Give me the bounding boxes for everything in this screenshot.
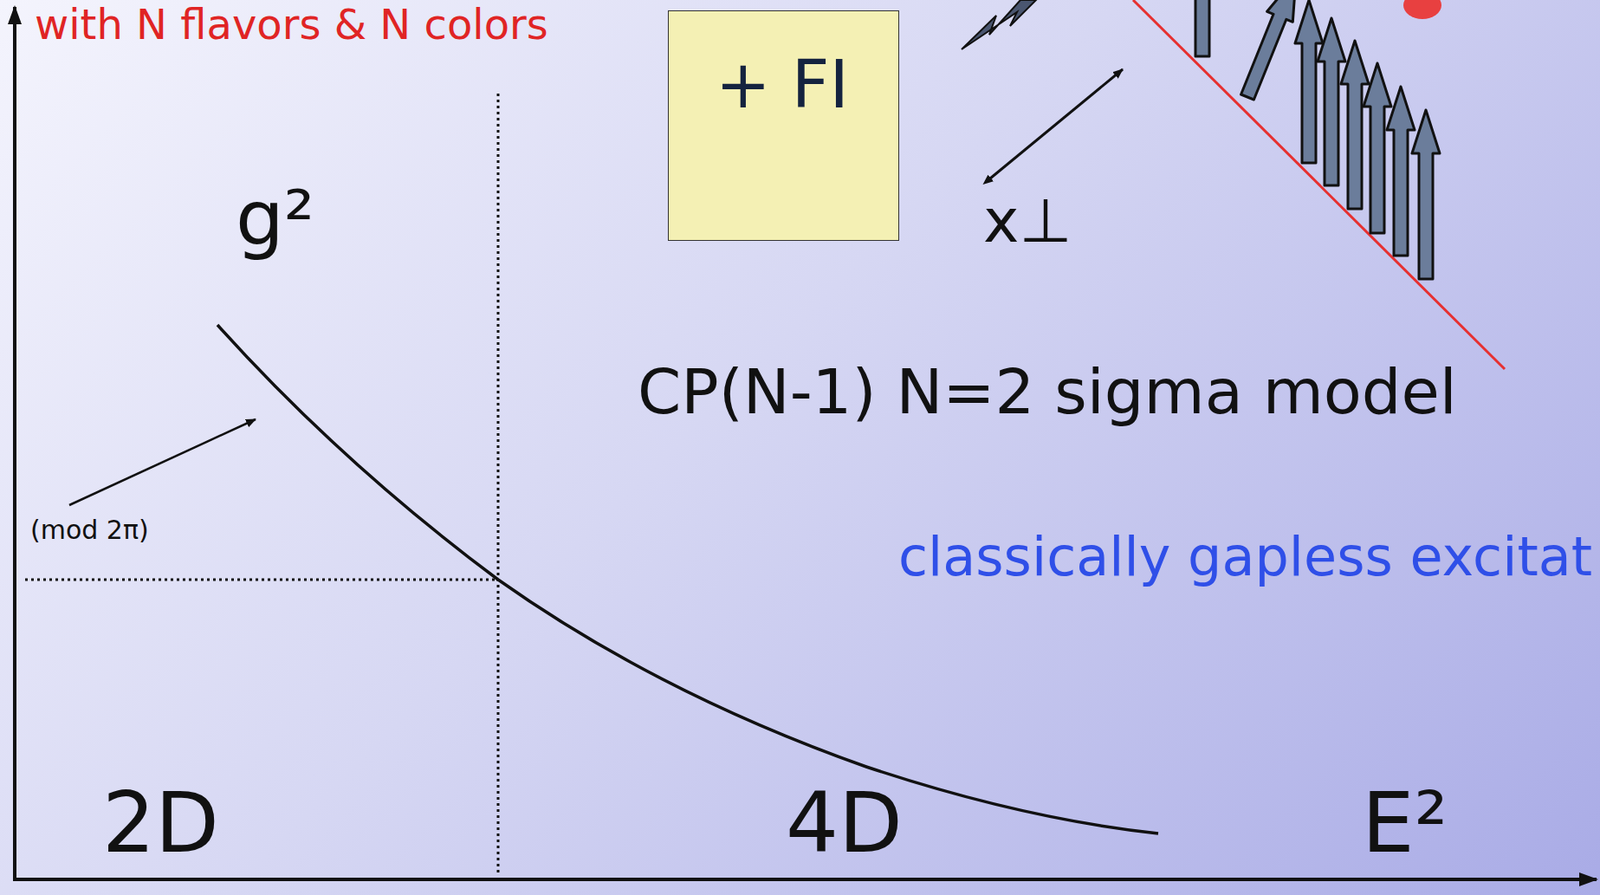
- dotted-horizontal: [25, 578, 499, 582]
- fi-box: + FI: [667, 10, 900, 241]
- model-text: CP(N-1) N=2 sigma model: [637, 360, 1458, 423]
- note-text: (mod 2π): [30, 517, 149, 544]
- distance-label: x⊥: [983, 190, 1072, 252]
- note-text: classically gapless excitat: [898, 530, 1593, 584]
- distance-arrow: [990, 69, 1123, 179]
- red-blob: [1403, 0, 1442, 20]
- box-text: + FI: [715, 51, 888, 118]
- dotted-vertical: [497, 93, 500, 875]
- lightning-bolt: [961, 0, 1037, 50]
- heading-text: with N flavors & N colors: [34, 3, 549, 46]
- region-label: 2D: [102, 781, 220, 865]
- axis-label: g²: [235, 180, 315, 257]
- spin-arrows: [1195, 0, 1440, 279]
- y-axis: [12, 6, 17, 880]
- region-label: 4D: [785, 781, 903, 865]
- string-line: [1133, 0, 1505, 370]
- pointer-arrow: [69, 419, 256, 506]
- x-axis: [12, 877, 1597, 881]
- axis-label: E²: [1361, 781, 1448, 865]
